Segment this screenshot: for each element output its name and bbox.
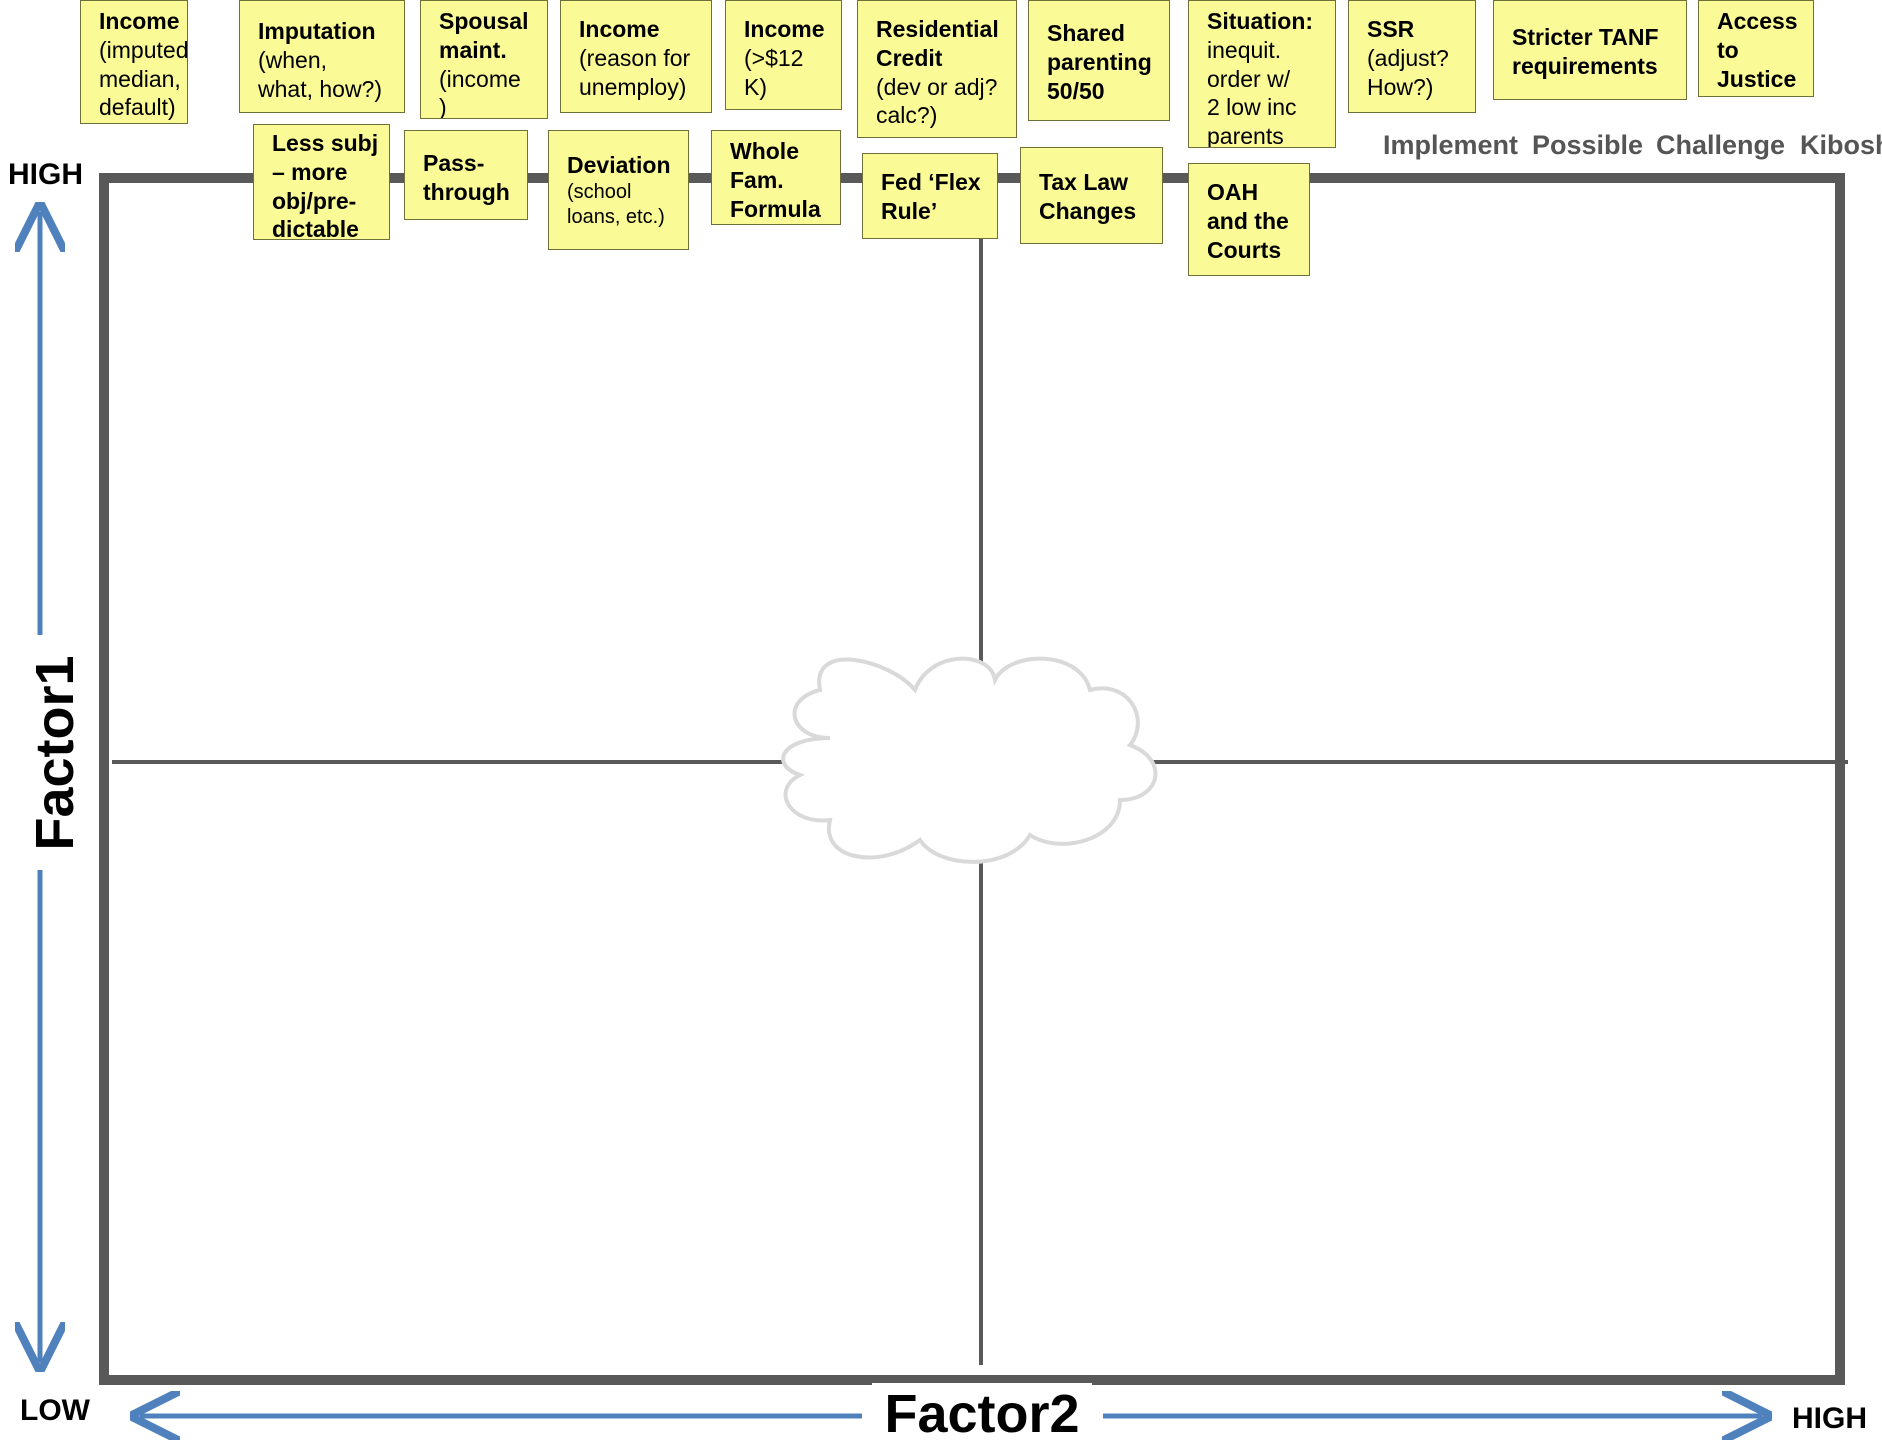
note-body: (reason for unemploy) [579,44,691,100]
sticky-note-income-unemploy[interactable]: Income (reason for unemploy) [560,0,712,113]
note-title: Deviation [567,152,671,178]
cloud-shape [781,656,1158,864]
note-title: Income [744,16,825,42]
sticky-note-shared-parenting[interactable]: Shared parenting 50/50 [1028,0,1170,121]
note-title: Situation: [1207,8,1314,34]
note-title: Stricter TANF requirements [1512,24,1659,79]
note-title: Tax Law Changes [1039,169,1137,224]
note-title: Residential Credit [876,16,999,71]
note-title: Fed ‘Flex Rule’ [881,169,981,224]
note-title: SSR [1367,16,1415,42]
legend-challenge: Challenge [1656,130,1786,160]
note-title: Spousal maint. [439,8,529,63]
sticky-note-ssr[interactable]: SSR (adjust? How?) [1348,0,1476,113]
sticky-note-access-to-justice[interactable]: Access to Justice [1698,0,1814,97]
note-title: Income [579,16,660,42]
note-title: Imputation [258,18,376,44]
y-axis-title: Factor1 [24,653,86,853]
note-body: (imputed, median, default) [99,36,188,121]
note-body: (income ) [439,65,521,119]
note-title: Shared parenting 50/50 [1047,20,1152,104]
sticky-note-less-subj[interactable]: Less subj – more obj/pre- dictable [253,124,390,240]
note-body: (school loans, etc.) [567,180,665,228]
sticky-note-whole-fam-formula[interactable]: Whole Fam. Formula [711,130,841,225]
note-body: (dev or adj? calc?) [876,73,998,129]
note-title: Less subj – more obj/pre- dictable [272,130,379,240]
y-axis-low-label: LOW [20,1394,90,1427]
note-body: (adjust? How?) [1367,44,1449,100]
note-body: (>$12 K) [744,44,804,100]
x-axis-title: Factor2 [872,1383,1092,1445]
legend-kibosh: Kibosh [1800,130,1882,160]
note-title: Whole Fam. Formula [730,138,821,222]
sticky-note-residential-credit[interactable]: Residential Credit (dev or adj? calc?) [857,0,1017,138]
note-title: Income [99,8,180,34]
sticky-note-pass-through[interactable]: Pass- through [404,130,528,220]
sticky-note-fed-flex-rule[interactable]: Fed ‘Flex Rule’ [862,153,998,239]
sticky-note-oah-courts[interactable]: OAH and the Courts [1188,163,1310,276]
sticky-note-deviation[interactable]: Deviation (school loans, etc.) [548,130,689,250]
sticky-note-spousal-maint[interactable]: Spousal maint. (income ) [420,0,548,119]
note-title: OAH and the Courts [1207,179,1289,263]
sticky-note-imputation[interactable]: Imputation (when, what, how?) [239,0,405,113]
legend-implement: Implement [1383,130,1519,160]
sticky-note-income-12k[interactable]: Income (>$12 K) [725,0,842,110]
sticky-note-stricter-tanf[interactable]: Stricter TANF requirements [1493,0,1687,100]
legend-possible: Possible [1532,130,1644,160]
note-body: inequit. order w/ 2 low inc parents [1207,36,1297,148]
note-title: Access to Justice [1717,8,1798,92]
y-axis-high-label: HIGH [8,158,83,191]
sticky-note-income-imputed[interactable]: Income (imputed, median, default) [80,0,188,124]
note-body: (when, what, how?) [258,46,383,102]
x-axis-high-label: HIGH [1792,1402,1867,1435]
sticky-note-situation[interactable]: Situation: inequit. order w/ 2 low inc p… [1188,0,1336,148]
note-title: Pass- through [423,150,510,205]
sticky-note-tax-law-changes[interactable]: Tax Law Changes [1020,147,1163,244]
